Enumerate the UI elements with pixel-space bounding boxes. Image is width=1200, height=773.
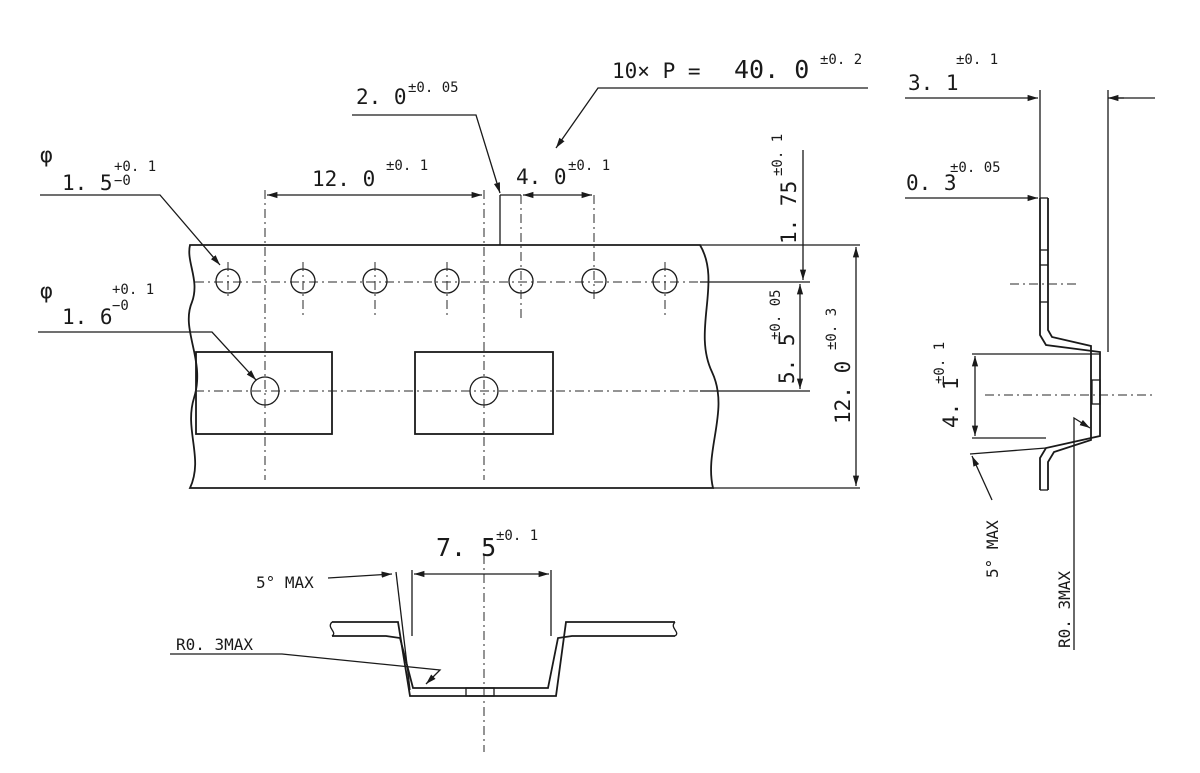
top-view [38,87,868,489]
radius-side-label: R0. 3MAX [1055,571,1074,648]
tape-width-value: 12. 0 [831,361,855,424]
hole-tol-plus: +0. 1 [112,282,154,298]
sprocket-phi-symbol: φ [40,143,53,167]
tape-width-tolerance: ±0. 3 [824,308,840,350]
overall-thickness-value: 3. 1 [908,71,959,95]
row-distance-tolerance: ±0. 05 [768,289,784,340]
radius-bottom-label: R0. 3MAX [176,635,253,654]
overall-thickness-tolerance: ±0. 1 [956,52,998,68]
pitch-total-tolerance: ±0. 2 [820,52,862,68]
pockets [195,190,810,480]
hole-gap-leader [352,114,501,194]
sprocket-pitch-tolerance: ±0. 1 [568,158,610,174]
pocket-pitch-value: 12. 0 [312,167,375,191]
pocket [195,351,333,435]
row-distance-value: 5. 5 [775,333,799,384]
sprocket-pitch-value: 4. 0 [516,165,567,189]
pocket-depth-tolerance: ±0. 1 [932,342,948,384]
tape-outline [187,244,720,489]
pocket-depth-value: 4. 1 [939,377,963,428]
draft-side-label: 5° MAX [983,520,1002,578]
sprocket-tol-minus: −0 [114,173,131,189]
hole-dia-value: 1. 6 [62,305,113,329]
edge-distance-tolerance: ±0. 1 [770,134,786,176]
side-section-view [905,90,1156,650]
sprocket-holes [215,195,678,318]
hole-gap-tolerance: ±0. 05 [408,80,459,96]
bottom-section-view [170,555,678,752]
pocket-width-tolerance: ±0. 1 [496,528,538,544]
radius-bottom-leader [170,653,442,685]
hole-phi-symbol: φ [40,279,53,303]
tape-thickness-tolerance: ±0. 05 [950,160,1001,176]
hole-gap-value: 2. 0 [356,85,407,109]
sprocket-dia-leader [40,194,221,266]
pitch-total-leader [555,87,868,149]
sprocket-dia-value: 1. 5 [62,171,113,195]
section-profile-inner [332,635,675,689]
draft-side-leader [971,455,993,501]
pitch-total-label: 10× P = [612,59,701,83]
tape-thickness-value: 0. 3 [906,171,957,195]
hole-tol-minus: −0 [112,298,129,314]
hole-dia-leader [38,331,257,381]
draft-bottom-leader [327,571,393,579]
draft-bottom-label: 5° MAX [256,573,314,592]
radius-side-leader [1073,416,1091,650]
pitch-total-value: 40. 0 [734,55,809,84]
edge-distance-value: 1. 75 [777,181,801,244]
side-profile-inner [1047,198,1092,490]
sprocket-tol-plus: +0. 1 [114,159,156,175]
section-profile-outer [332,621,675,697]
pocket [414,351,554,435]
pocket-width-value: 7. 5 [436,533,496,562]
pocket-pitch-tolerance: ±0. 1 [386,158,428,174]
